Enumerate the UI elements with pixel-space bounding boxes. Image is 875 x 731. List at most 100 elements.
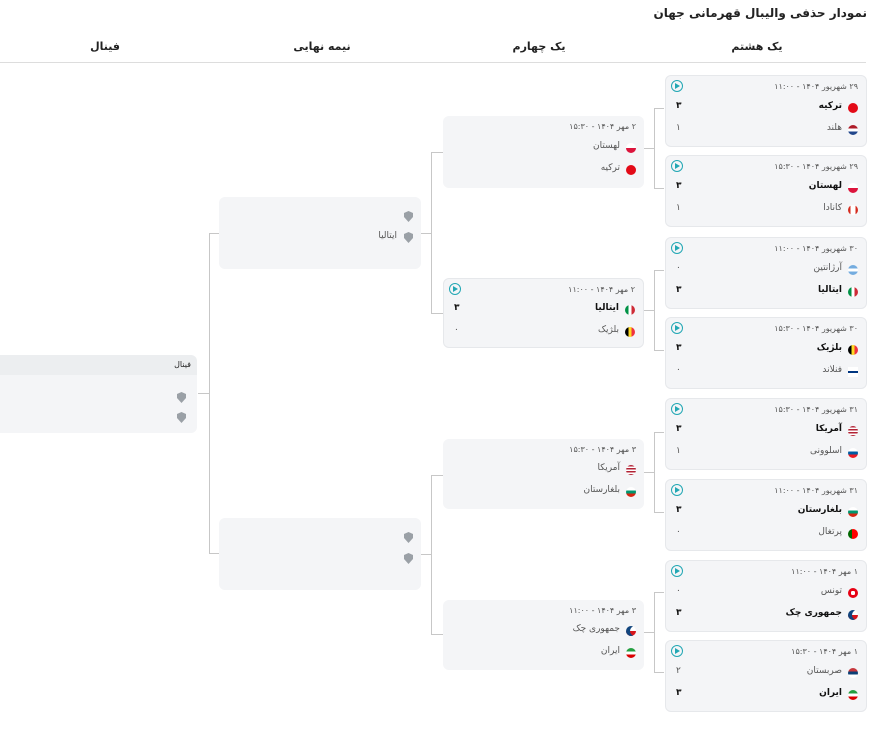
shield-icon: [404, 232, 413, 243]
match-card-r16-2[interactable]: ۲۹ شهریور ۱۴۰۴ - ۱۵:۳۰ لهستان ۳ کانادا ۱: [665, 155, 867, 227]
team-name: فنلاند: [822, 365, 842, 375]
flag-iran-icon: [626, 648, 636, 658]
team-name: بلغارستان: [583, 485, 620, 495]
flag-canada-icon: [848, 205, 858, 215]
team-score: ۰: [676, 527, 681, 537]
flag-portugal-icon: [848, 529, 858, 539]
match-card-r16-7[interactable]: ۱ مهر ۱۴۰۴ - ۱۱:۰۰ تونس ۰ جمهوری چک ۳: [665, 560, 867, 632]
team-name: لهستان: [593, 141, 620, 151]
match-date: ۳۰ شهریور ۱۴۰۴ - ۱۱:۰۰: [774, 244, 858, 253]
match-date: ۲۹ شهریور ۱۴۰۴ - ۱۵:۳۰: [774, 162, 858, 171]
match-card-r16-1[interactable]: ۲۹ شهریور ۱۴۰۴ - ۱۱:۰۰ ترکیه ۳ هلند ۱: [665, 75, 867, 147]
team-name: آمریکا: [597, 463, 620, 473]
live-icon[interactable]: [671, 322, 683, 334]
team-score: ۳: [676, 343, 682, 353]
final-card-header: فینال: [0, 355, 197, 375]
flag-slovenia-icon: [848, 448, 858, 458]
shield-icon: [404, 532, 413, 543]
team-name: ایران: [600, 646, 620, 656]
team-name: آمریکا: [815, 424, 842, 434]
live-icon[interactable]: [671, 160, 683, 172]
team-score: ۳: [454, 303, 460, 313]
match-card-sf-1[interactable]: ایتالیا: [219, 197, 421, 269]
flag-iran-icon: [848, 690, 858, 700]
team-score: ۰: [676, 586, 681, 596]
match-date: ۳۱ شهریور ۱۴۰۴ - ۱۵:۳۰: [774, 405, 858, 414]
flag-belgium-icon: [625, 327, 635, 337]
flag-turkey-icon: [626, 165, 636, 175]
flag-bulgaria-icon: [626, 487, 636, 497]
team-score: ۳: [676, 688, 682, 698]
flag-czech-icon: [626, 626, 636, 636]
live-icon[interactable]: [671, 403, 683, 415]
team-name: کانادا: [823, 203, 842, 213]
match-card-qf-3[interactable]: ۳ مهر ۱۴۰۴ - ۱۵:۳۰ آمریکا بلغارستان: [443, 439, 644, 509]
flag-czech-icon: [848, 610, 858, 620]
team-score: ۰: [454, 325, 459, 335]
match-date: ۱ مهر ۱۴۰۴ - ۱۱:۰۰: [791, 567, 858, 576]
match-card-r16-5[interactable]: ۳۱ شهریور ۱۴۰۴ - ۱۵:۳۰ آمریکا ۳ اسلوونی …: [665, 398, 867, 470]
live-icon[interactable]: [671, 80, 683, 92]
live-icon[interactable]: [671, 484, 683, 496]
team-score: ۳: [676, 505, 682, 515]
live-icon[interactable]: [671, 645, 683, 657]
team-name: پرتغال: [818, 527, 842, 537]
match-card-qf-2[interactable]: ۲ مهر ۱۴۰۴ - ۱۱:۰۰ ایتالیا ۳ بلژیک ۰: [443, 278, 644, 348]
team-name: لهستان: [808, 181, 842, 191]
match-card-r16-8[interactable]: ۱ مهر ۱۴۰۴ - ۱۵:۳۰ صربستان ۲ ایران ۳: [665, 640, 867, 712]
live-icon[interactable]: [449, 283, 461, 295]
team-name: ایتالیا: [818, 285, 842, 295]
match-card-r16-3[interactable]: ۳۰ شهریور ۱۴۰۴ - ۱۱:۰۰ آرژانتین ۰ ایتالی…: [665, 237, 867, 309]
column-header-final: فینال: [90, 40, 120, 53]
flag-italy-icon: [625, 305, 635, 315]
team-score: ۳: [676, 181, 682, 191]
team-score: ۳: [676, 101, 682, 111]
flag-italy-icon: [848, 287, 858, 297]
flag-bulgaria-icon: [848, 507, 858, 517]
team-name: بلژیک: [816, 343, 842, 353]
team-score: ۰: [676, 365, 681, 375]
shield-icon: [177, 392, 186, 403]
team-score: ۳: [676, 608, 682, 618]
team-name: بلغارستان: [797, 505, 842, 515]
team-name: جمهوری چک: [572, 624, 620, 634]
team-name: ترکیه: [818, 101, 842, 111]
match-card-sf-2[interactable]: [219, 518, 421, 590]
match-date: ۱ مهر ۱۴۰۴ - ۱۵:۳۰: [791, 647, 858, 656]
match-card-qf-4[interactable]: ۳ مهر ۱۴۰۴ - ۱۱:۰۰ جمهوری چک ایران: [443, 600, 644, 670]
match-card-r16-4[interactable]: ۳۰ شهریور ۱۴۰۴ - ۱۵:۳۰ بلژیک ۳ فنلاند ۰: [665, 317, 867, 389]
header-divider: [0, 62, 866, 63]
team-name: اسلوونی: [809, 446, 842, 456]
flag-finland-icon: [848, 367, 858, 377]
shield-icon: [177, 412, 186, 423]
match-date: ۳۰ شهریور ۱۴۰۴ - ۱۵:۳۰: [774, 324, 858, 333]
team-name: ایتالیا: [595, 303, 619, 313]
team-score: ۳: [676, 424, 682, 434]
flag-usa-icon: [626, 465, 636, 475]
flag-poland-icon: [848, 183, 858, 193]
team-name: بلژیک: [597, 325, 619, 335]
flag-turkey-icon: [848, 103, 858, 113]
match-card-qf-1[interactable]: ۲ مهر ۱۴۰۴ - ۱۵:۳۰ لهستان ترکیه: [443, 116, 644, 188]
flag-usa-icon: [848, 426, 858, 436]
team-score: ۳: [676, 285, 682, 295]
match-date: ۲۹ شهریور ۱۴۰۴ - ۱۱:۰۰: [774, 82, 858, 91]
column-header-sf: نیمه نهایی: [293, 40, 351, 53]
match-date: ۳۱ شهریور ۱۴۰۴ - ۱۱:۰۰: [774, 486, 858, 495]
final-card[interactable]: [0, 375, 197, 433]
match-date: ۳ مهر ۱۴۰۴ - ۱۵:۳۰: [569, 445, 636, 454]
column-header-qf: یک چهارم: [512, 40, 566, 53]
team-name: آرژانتین: [813, 263, 842, 273]
team-name: تونس: [820, 586, 842, 596]
team-score: ۲: [676, 666, 681, 676]
team-score: ۱: [676, 446, 681, 456]
match-date: ۳ مهر ۱۴۰۴ - ۱۱:۰۰: [569, 606, 636, 615]
live-icon[interactable]: [671, 242, 683, 254]
match-card-r16-6[interactable]: ۳۱ شهریور ۱۴۰۴ - ۱۱:۰۰ بلغارستان ۳ پرتغا…: [665, 479, 867, 551]
final-label: فینال: [174, 360, 191, 369]
column-header-r16: یک هشتم: [731, 40, 783, 53]
match-date: ۲ مهر ۱۴۰۴ - ۱۱:۰۰: [568, 285, 635, 294]
flag-tunisia-icon: [848, 588, 858, 598]
match-date: ۲ مهر ۱۴۰۴ - ۱۵:۳۰: [569, 122, 636, 131]
live-icon[interactable]: [671, 565, 683, 577]
